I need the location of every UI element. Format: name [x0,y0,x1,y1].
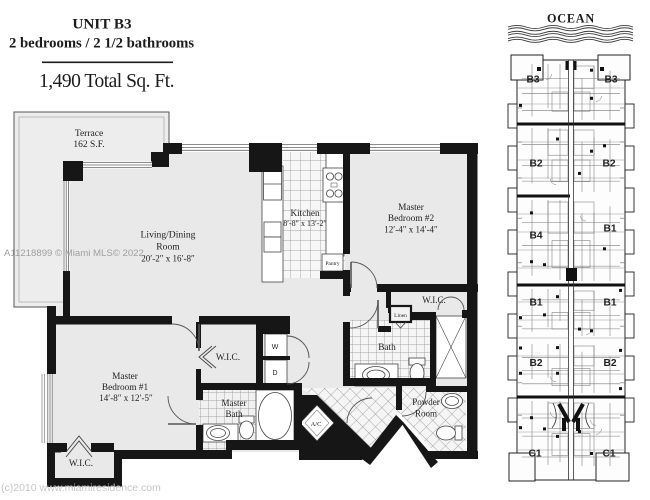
svg-text:8′-8″ x 13′-2″: 8′-8″ x 13′-2″ [283,219,327,228]
svg-text:Kitchen: Kitchen [290,208,319,218]
svg-text:OCEAN: OCEAN [547,12,595,26]
svg-text:C1: C1 [528,449,541,460]
svg-text:B1: B1 [529,298,542,309]
svg-text:W.I.C.: W.I.C. [216,353,240,363]
svg-text:B2: B2 [603,358,616,369]
svg-text:W: W [272,344,279,351]
svg-text:B3: B3 [604,75,617,86]
svg-text:B2: B2 [602,159,615,170]
svg-text:Room: Room [156,242,180,253]
svg-text:A11218899 © Miami MLS© 2022: A11218899 © Miami MLS© 2022 [4,248,144,259]
svg-text:C1: C1 [602,449,615,460]
svg-text:B3: B3 [526,75,539,86]
svg-text:A/C: A/C [311,421,322,428]
svg-text:D: D [272,370,277,377]
svg-text:B1: B1 [603,224,616,235]
svg-text:B2: B2 [529,358,542,369]
svg-text:2 bedrooms / 2 1/2 bathrooms: 2 bedrooms / 2 1/2 bathrooms [9,36,194,52]
svg-text:(c)2010 www.miamiresidence.com: (c)2010 www.miamiresidence.com [1,482,161,494]
svg-text:Master: Master [112,372,139,382]
svg-text:20′-2″ x 16′-8″: 20′-2″ x 16′-8″ [141,254,195,264]
svg-text:Living/Dining: Living/Dining [141,230,196,241]
svg-text:W.I.C.: W.I.C. [422,295,445,305]
svg-text:12′-4″ x 14′-4″: 12′-4″ x 14′-4″ [384,225,438,235]
svg-text:B2: B2 [529,159,542,170]
svg-text:14′-8″ x 12′-5″: 14′-8″ x 12′-5″ [99,393,153,403]
svg-text:Linen: Linen [394,313,407,319]
svg-text:Powder: Powder [412,397,440,407]
svg-text:1,490 Total Sq. Ft.: 1,490 Total Sq. Ft. [39,71,174,92]
svg-text:Terrace: Terrace [75,129,103,139]
svg-text:B4: B4 [529,231,542,242]
svg-text:162 S.F.: 162 S.F. [73,140,104,150]
svg-text:Bath: Bath [226,409,243,419]
svg-text:Master: Master [222,398,247,408]
svg-text:Master: Master [398,203,425,213]
svg-text:B1: B1 [603,298,616,309]
svg-text:Pantry: Pantry [325,261,340,267]
svg-text:UNIT B3: UNIT B3 [72,16,132,33]
svg-text:Bedroom #2: Bedroom #2 [388,214,435,224]
svg-text:Bath: Bath [378,343,396,353]
svg-text:Bedroom #1: Bedroom #1 [102,383,149,393]
svg-text:Room: Room [415,409,437,419]
svg-text:W.I.C.: W.I.C. [69,459,93,469]
